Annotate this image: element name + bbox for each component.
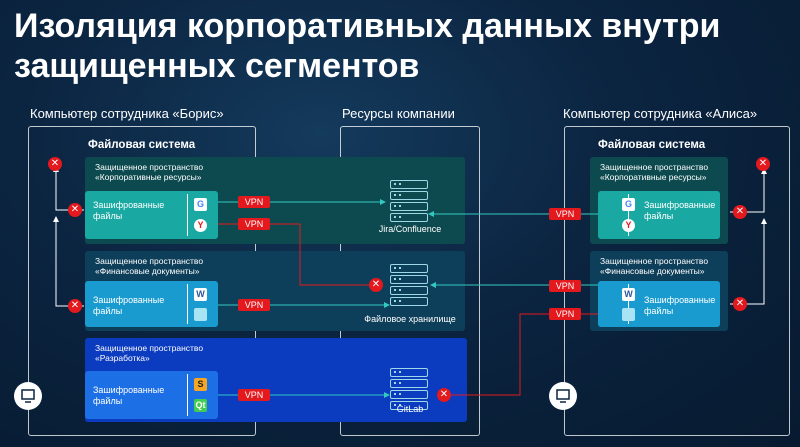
zone-title: Защищенное пространство «Корпоративные р… xyxy=(600,162,709,182)
column-title-boris: Компьютер сотрудника «Борис» xyxy=(30,106,224,121)
file-card-label: Зашифрованные файлы xyxy=(644,295,716,316)
server-icon xyxy=(390,264,428,308)
sublime-icon: S xyxy=(194,378,207,391)
blocked-icon: ✕ xyxy=(369,278,383,292)
blocked-icon: ✕ xyxy=(733,205,747,219)
vpn-badge: VPN xyxy=(238,196,270,208)
server-label-jira: Jira/Confluence xyxy=(378,224,442,234)
blocked-icon: ✕ xyxy=(68,299,82,313)
column-title-resources: Ресурсы компании xyxy=(342,106,455,121)
app-column: W xyxy=(602,284,635,324)
blocked-icon: ✕ xyxy=(437,388,451,402)
boris-corp-file-card[interactable]: Зашифрованные файлы G Y xyxy=(85,191,218,239)
file-card-label: Зашифрованные файлы xyxy=(93,385,165,406)
blocked-icon: ✕ xyxy=(48,157,62,171)
line-boris-storage-blocked xyxy=(218,223,370,286)
app-column: G Y xyxy=(187,194,214,236)
google-icon: G xyxy=(622,198,635,211)
qt-icon: Qt xyxy=(194,399,207,412)
folder-icon xyxy=(622,308,635,321)
zone-title: Защищенное пространство «Разработка» xyxy=(95,343,204,363)
zone-title: Защищенное пространство «Корпоративные р… xyxy=(95,162,204,182)
blocked-icon: ✕ xyxy=(733,297,747,311)
file-card-label: Зашифрованные файлы xyxy=(93,200,165,221)
alisa-corp-zone: Защищенное пространство «Корпоративные р… xyxy=(590,157,728,244)
alisa-corp-file-card[interactable]: Зашифрованные файлы G Y xyxy=(598,191,720,239)
alisa-finance-zone: Защищенное пространство «Финансовые доку… xyxy=(590,251,728,331)
folder-icon xyxy=(194,308,207,321)
alisa-finance-file-card[interactable]: Зашифрованные файлы W xyxy=(598,281,720,327)
file-card-label: Зашифрованные файлы xyxy=(93,295,165,316)
app-column: S Qt xyxy=(187,374,214,416)
yandex-icon: Y xyxy=(194,219,207,232)
column-title-alisa: Компьютер сотрудника «Алиса» xyxy=(563,106,758,121)
word-icon: W xyxy=(622,288,635,301)
server-label-storage: Файловое хранилище xyxy=(364,314,456,324)
app-column: G Y xyxy=(602,194,635,236)
server-icon xyxy=(390,368,428,412)
google-icon: G xyxy=(194,198,207,211)
boris-dev-zone: Защищенное пространство «Разработка» Заш… xyxy=(85,338,467,422)
server-icon xyxy=(390,180,428,224)
boris-corp-zone: Защищенное пространство «Корпоративные р… xyxy=(85,157,465,244)
computer-icon xyxy=(549,382,577,410)
word-icon: W xyxy=(194,288,207,301)
file-card-label: Зашифрованные файлы xyxy=(644,200,716,221)
app-column: W xyxy=(187,284,214,324)
vpn-badge: VPN xyxy=(238,299,270,311)
boris-dev-file-card[interactable]: Зашифрованные файлы S Qt xyxy=(85,371,218,419)
yandex-icon: Y xyxy=(622,219,635,232)
computer-icon xyxy=(14,382,42,410)
zone-title: Защищенное пространство «Финансовые доку… xyxy=(600,256,709,276)
boris-file-system-label: Файловая система xyxy=(88,139,196,151)
page-title: Изоляция корпоративных данных внутри защ… xyxy=(14,7,721,85)
zone-title: Защищенное пространство «Финансовые доку… xyxy=(95,256,204,276)
vpn-badge: VPN xyxy=(238,218,270,230)
server-label-gitlab: GitLab xyxy=(396,404,424,414)
vpn-badge: VPN xyxy=(549,280,581,292)
boris-finance-file-card[interactable]: Зашифрованные файлы W xyxy=(85,281,218,327)
vpn-badge: VPN xyxy=(549,208,581,220)
vpn-badge: VPN xyxy=(238,389,270,401)
blocked-icon: ✕ xyxy=(756,157,770,171)
alisa-file-system-label: Файловая система xyxy=(598,139,706,151)
vpn-badge: VPN xyxy=(549,308,581,320)
blocked-icon: ✕ xyxy=(68,203,82,217)
